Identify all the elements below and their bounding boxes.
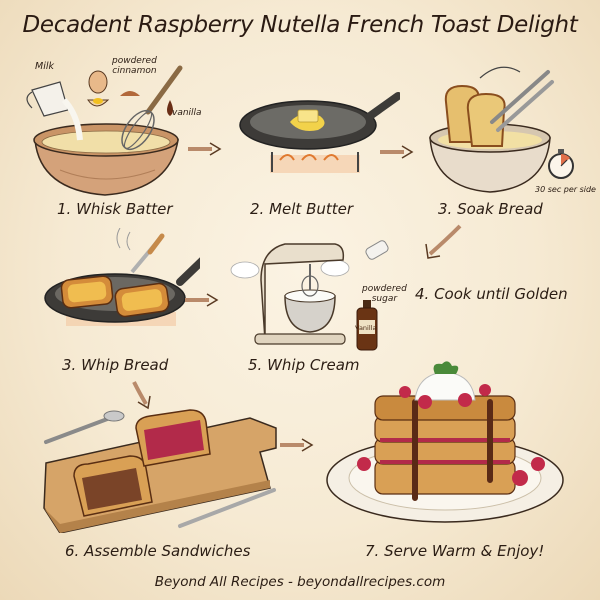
step-3-whip-label: 3. Whip Bread bbox=[62, 356, 169, 374]
arrow-down-icon bbox=[132, 381, 151, 410]
timer-note: 30 sec per side bbox=[535, 185, 596, 194]
arrow-right-icon bbox=[185, 293, 219, 307]
step-6-label: 6. Assemble Sandwiches bbox=[65, 542, 251, 560]
cinnamon-label: powdered cinnamon bbox=[112, 56, 157, 76]
arrow-down-left-icon bbox=[425, 224, 462, 259]
step-3-soak-label: 3. Soak Bread bbox=[438, 200, 543, 218]
sugar-label-line1: powdered bbox=[362, 284, 407, 294]
vanilla-bottle-label: Vanilla bbox=[355, 324, 377, 332]
footer-credit: Beyond All Recipes - beyondallrecipes.co… bbox=[154, 574, 446, 590]
arrow-right-icon bbox=[280, 438, 314, 452]
skillet-butter-illustration bbox=[239, 92, 400, 173]
plated-french-toast-illustration bbox=[326, 361, 564, 523]
powdered-sugar-label: powdered sugar bbox=[362, 284, 407, 304]
step-7-label: 7. Serve Warm & Enjoy! bbox=[365, 542, 545, 560]
step-5-label: 5. Whip Cream bbox=[248, 356, 360, 374]
cutting-board-illustration bbox=[43, 409, 277, 533]
frying-toast-illustration bbox=[44, 228, 200, 326]
step-4-label: 4. Cook until Golden bbox=[415, 285, 568, 303]
step-1-label: 1. Whisk Batter bbox=[57, 200, 173, 218]
stopwatch-icon bbox=[548, 149, 574, 179]
vanilla-label: vanilla bbox=[172, 108, 202, 118]
mixing-bowl-illustration bbox=[26, 65, 183, 196]
page-title: Decadent Raspberry Nutella French Toast … bbox=[22, 12, 578, 38]
cinnamon-label-line2: cinnamon bbox=[112, 66, 157, 76]
milk-label: Milk bbox=[35, 61, 54, 72]
cinnamon-label-line1: powdered bbox=[112, 56, 157, 66]
step-2-label: 2. Melt Butter bbox=[250, 200, 354, 218]
stand-mixer-illustration bbox=[230, 243, 350, 345]
soaking-bread-illustration bbox=[429, 66, 554, 193]
vanilla-bottle-icon bbox=[356, 300, 378, 351]
sugar-label-line2: sugar bbox=[371, 294, 398, 304]
arrow-right-icon bbox=[188, 142, 222, 156]
arrow-right-icon bbox=[380, 145, 414, 159]
sugar-shaker-icon bbox=[365, 240, 389, 260]
